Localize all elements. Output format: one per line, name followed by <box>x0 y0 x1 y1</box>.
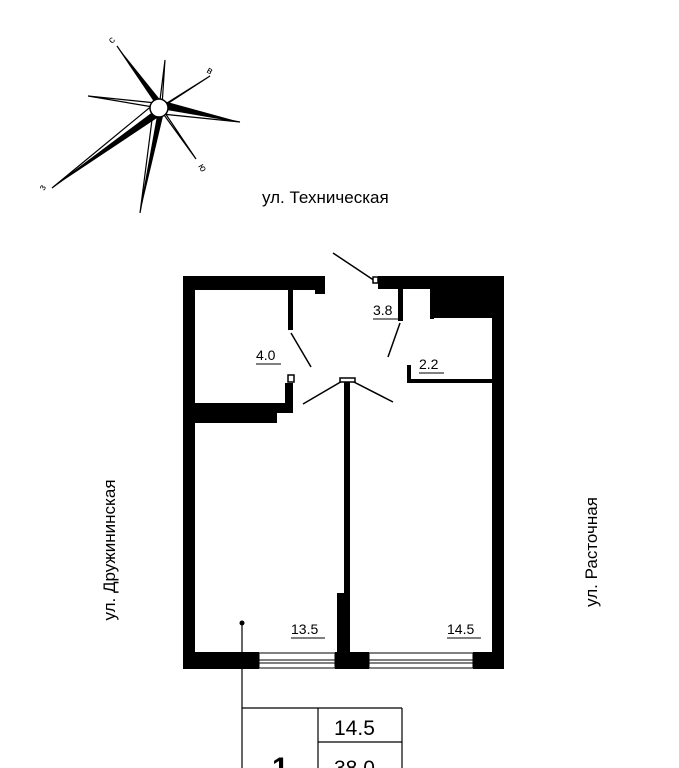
compass-rose: с в ю з <box>37 35 241 214</box>
door-room-left <box>302 379 345 405</box>
door-jamb-center <box>339 377 356 383</box>
wall-top-left <box>183 276 325 290</box>
compass-ray-west <box>51 103 160 189</box>
wall-storage-top <box>407 379 492 383</box>
compass-shade-2 <box>140 108 164 213</box>
wall-partition <box>344 380 350 652</box>
interior-walls <box>195 276 492 652</box>
wall-bathroom-bottom <box>195 403 277 423</box>
door-room-right <box>349 379 394 403</box>
summary-living-area: 14.5 <box>334 717 375 740</box>
compass-label-west: з <box>37 183 49 193</box>
doors <box>287 252 401 405</box>
room-area-storage: 2.2 <box>419 356 439 372</box>
room-area-bathroom: 4.0 <box>256 347 276 363</box>
wall-storage-stub <box>407 365 411 383</box>
summary-total-area: 38.0 <box>334 757 375 768</box>
summary-leader <box>239 620 245 768</box>
wall-bottom-left <box>183 652 259 669</box>
windows <box>258 652 474 669</box>
wall-bathroom-side <box>285 383 293 413</box>
door-hall <box>387 322 401 358</box>
door-bathroom <box>290 332 312 368</box>
compass-shade-3 <box>52 108 160 188</box>
wall-bottom-right <box>473 652 504 669</box>
compass-shade-1 <box>117 46 162 108</box>
wall-corner-block <box>433 276 504 318</box>
street-label-right: ул. Расточная <box>582 497 601 607</box>
door-jamb-bath <box>287 374 295 383</box>
room-labels: 4.0 3.8 2.2 13.5 14.5 <box>256 302 481 639</box>
compass-center <box>149 98 169 118</box>
compass-label-east: в <box>205 65 215 77</box>
street-label-top: ул. Техническая <box>262 188 389 207</box>
compass-label-south: ю <box>195 162 209 174</box>
summary-table <box>242 707 403 768</box>
wall-hall-stub <box>398 289 403 321</box>
wall-bathroom-top-stub <box>288 290 293 330</box>
compass-label-north: с <box>106 35 117 46</box>
wall-hall-stub2 <box>430 289 434 319</box>
door-entrance <box>332 252 376 282</box>
room-area-hall: 3.8 <box>373 302 393 318</box>
wall-bottom-mid <box>335 652 369 669</box>
wall-right <box>492 276 504 669</box>
compass-ray-nw <box>87 95 161 109</box>
room-area-right: 14.5 <box>447 621 474 637</box>
wall-top-notch <box>315 276 325 294</box>
street-label-left: ул. Дружининская <box>100 479 119 621</box>
outer-walls <box>183 276 504 669</box>
wall-partition-thick <box>337 593 350 652</box>
door-entrance-jamb <box>372 276 379 284</box>
room-area-left: 13.5 <box>291 621 318 637</box>
summary-rooms-count: 1 <box>272 752 289 768</box>
compass-shade-4 <box>159 100 240 122</box>
wall-left <box>183 276 195 669</box>
